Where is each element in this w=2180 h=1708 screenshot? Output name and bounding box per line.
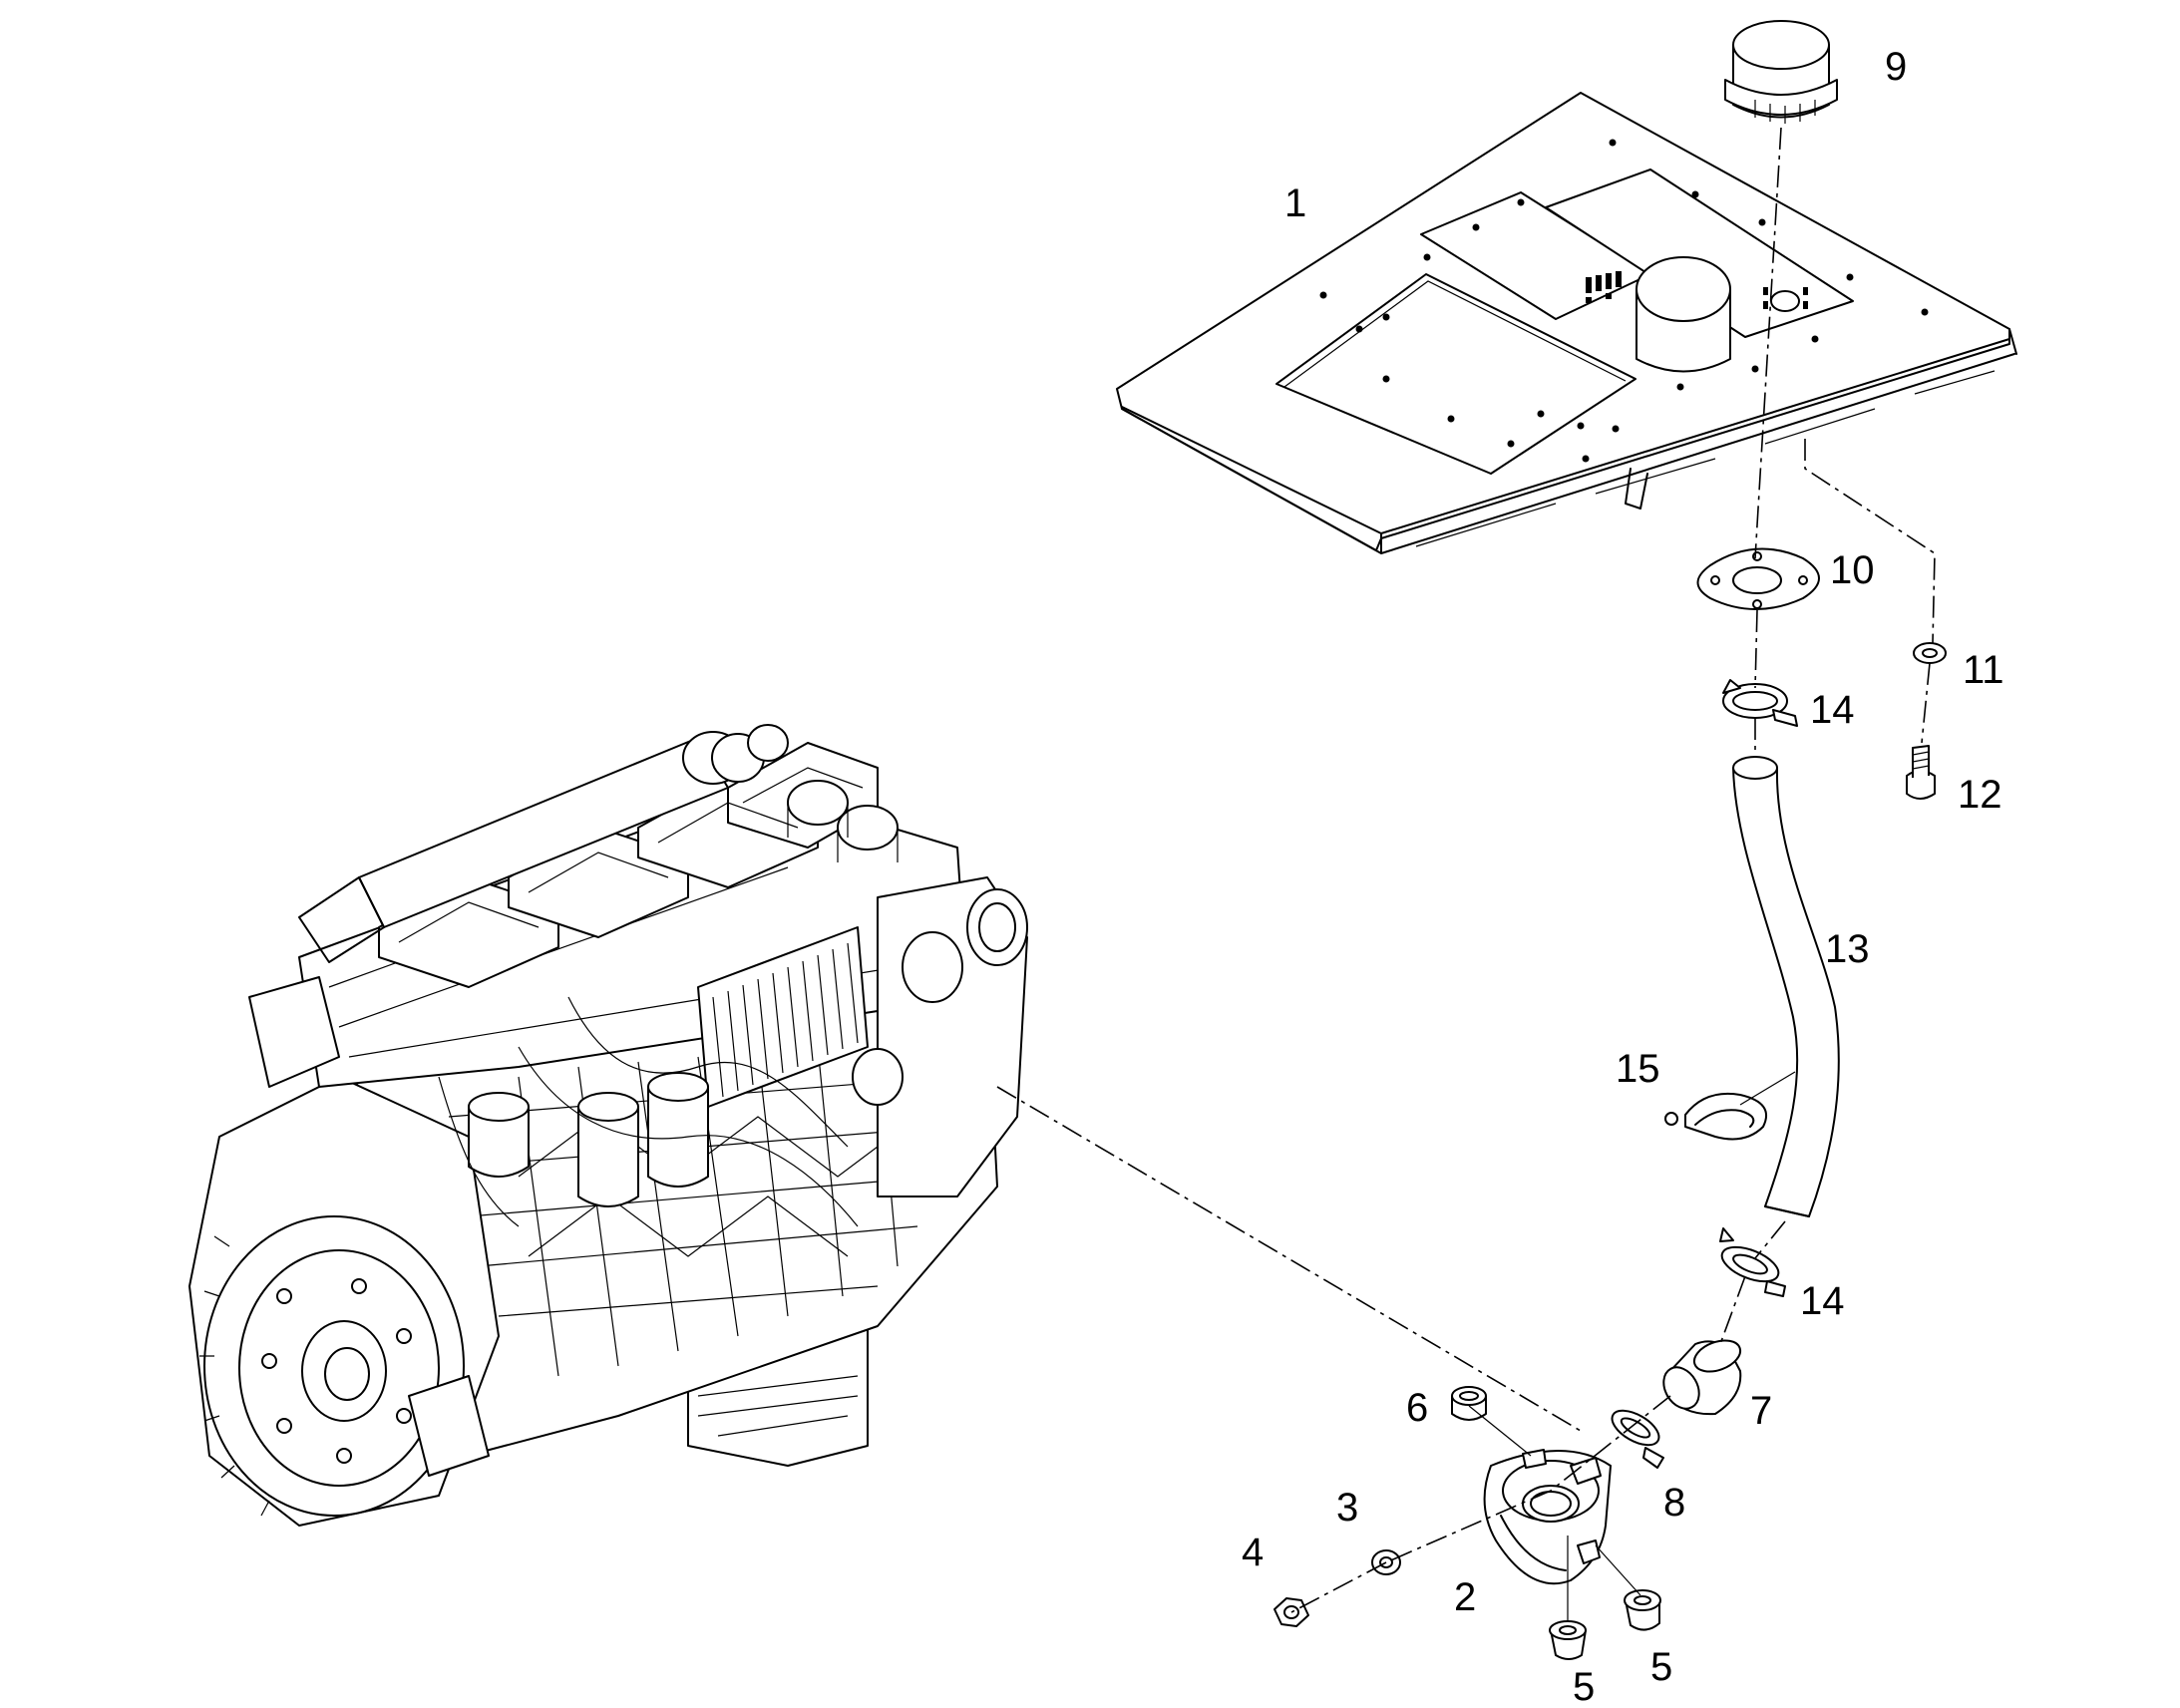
callout-labels: 1 9 10 11 14 12 13 15 14 7 6 8 3 4 2 5 5 [1242,45,2004,1708]
breather-cap [1724,20,1838,124]
hose-clamp-upper [1722,679,1798,727]
plug-6 [1451,1386,1487,1421]
plug-5-left [1549,1620,1587,1660]
callout-12: 12 [1958,773,2002,817]
callout-4: 4 [1242,1531,1264,1574]
enclosure-top-plate [1116,92,2017,554]
callout-2: 2 [1454,1575,1476,1619]
callout-9: 9 [1885,45,1907,89]
callout-1: 1 [1284,181,1306,225]
callout-13: 13 [1825,927,1870,971]
breather-housing [1483,1449,1612,1585]
callout-5-right: 5 [1650,1645,1672,1689]
callout-3: 3 [1336,1486,1358,1530]
elbow-fitting [1662,1339,1742,1416]
flange-gasket [1696,547,1820,610]
hose-clamp-8 [1611,1409,1664,1469]
assembly-centerlines [996,127,1936,1620]
callout-5-left: 5 [1573,1665,1595,1708]
engine-assembly [188,724,1028,1527]
callout-14-lower: 14 [1800,1279,1845,1323]
bolt-12 [1906,745,1936,800]
washer-11 [1913,642,1947,664]
callout-15: 15 [1616,1047,1660,1091]
hose-clamp-lower [1719,1227,1786,1297]
callout-11: 11 [1963,648,2004,692]
plug-5-right [1624,1589,1661,1631]
callout-14-upper: 14 [1810,688,1855,732]
callout-7: 7 [1750,1389,1772,1433]
p-clamp [1664,1092,1768,1141]
callout-10: 10 [1830,548,1875,592]
callout-8: 8 [1663,1481,1685,1525]
callout-6: 6 [1406,1386,1428,1430]
breather-hose [1732,756,1840,1217]
